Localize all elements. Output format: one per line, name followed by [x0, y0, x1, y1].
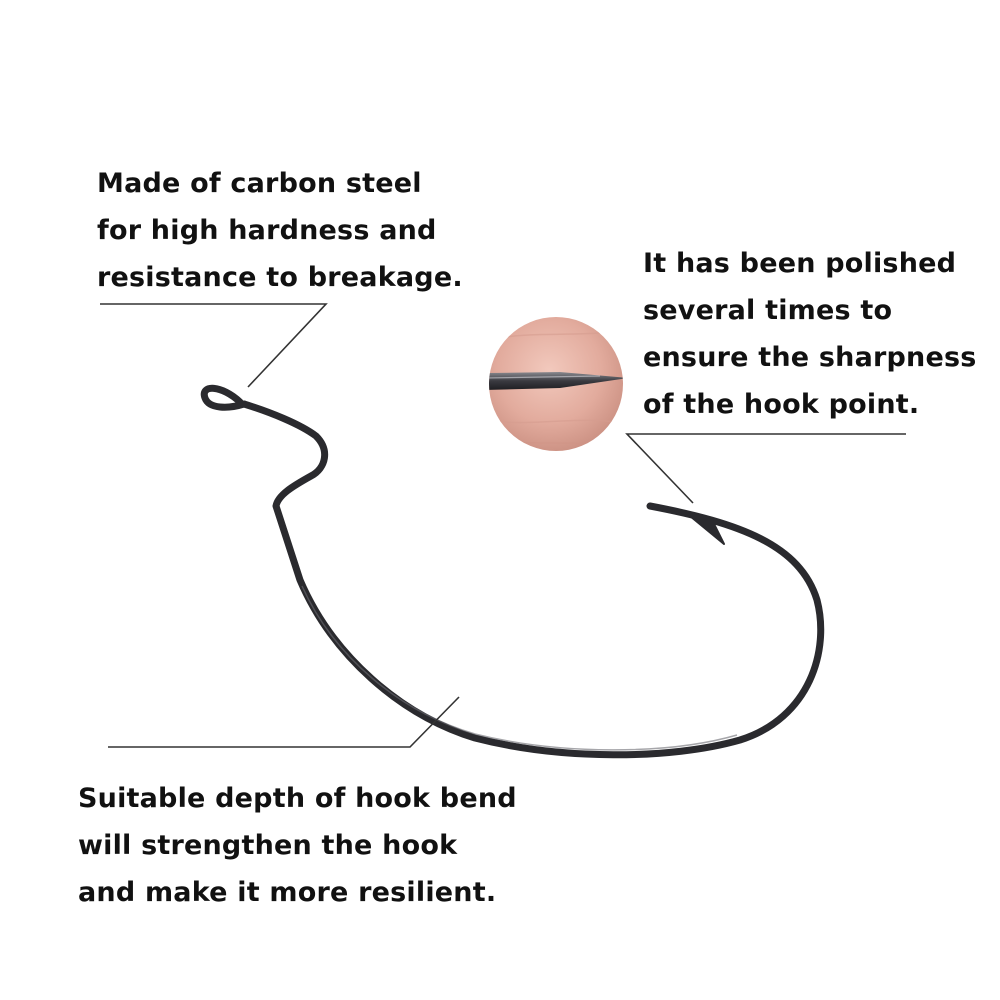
leader-bend: [108, 696, 460, 748]
leader-material: [100, 303, 328, 388]
hook-point-closeup: [489, 317, 623, 451]
note-line: several times to: [643, 295, 893, 326]
hook-highlight: [301, 585, 738, 751]
note-carbon-steel-material: Made of carbon steel for high hardness a…: [97, 160, 463, 301]
note-line: resistance to breakage.: [97, 262, 463, 293]
note-hook-bend-depth: Suitable depth of hook bend will strengt…: [78, 775, 517, 916]
note-line: of the hook point.: [643, 389, 920, 420]
note-line: will strengthen the hook: [78, 830, 458, 861]
leader-sharpness: [625, 433, 906, 504]
note-line: Suitable depth of hook bend: [78, 783, 517, 814]
hook-shank-and-bend: [240, 400, 825, 759]
note-line: for high hardness and: [97, 215, 437, 246]
hook-barb: [689, 515, 725, 545]
note-line: Made of carbon steel: [97, 168, 422, 199]
leader-lines: [100, 303, 906, 748]
note-line: It has been polished: [643, 248, 957, 279]
note-line: ensure the sharpness: [643, 342, 977, 373]
note-line: and make it more resilient.: [78, 877, 497, 908]
fishing-hook: [200, 384, 825, 759]
hook-eye: [200, 384, 248, 411]
note-polished-sharpness: It has been polished several times to en…: [643, 240, 977, 428]
